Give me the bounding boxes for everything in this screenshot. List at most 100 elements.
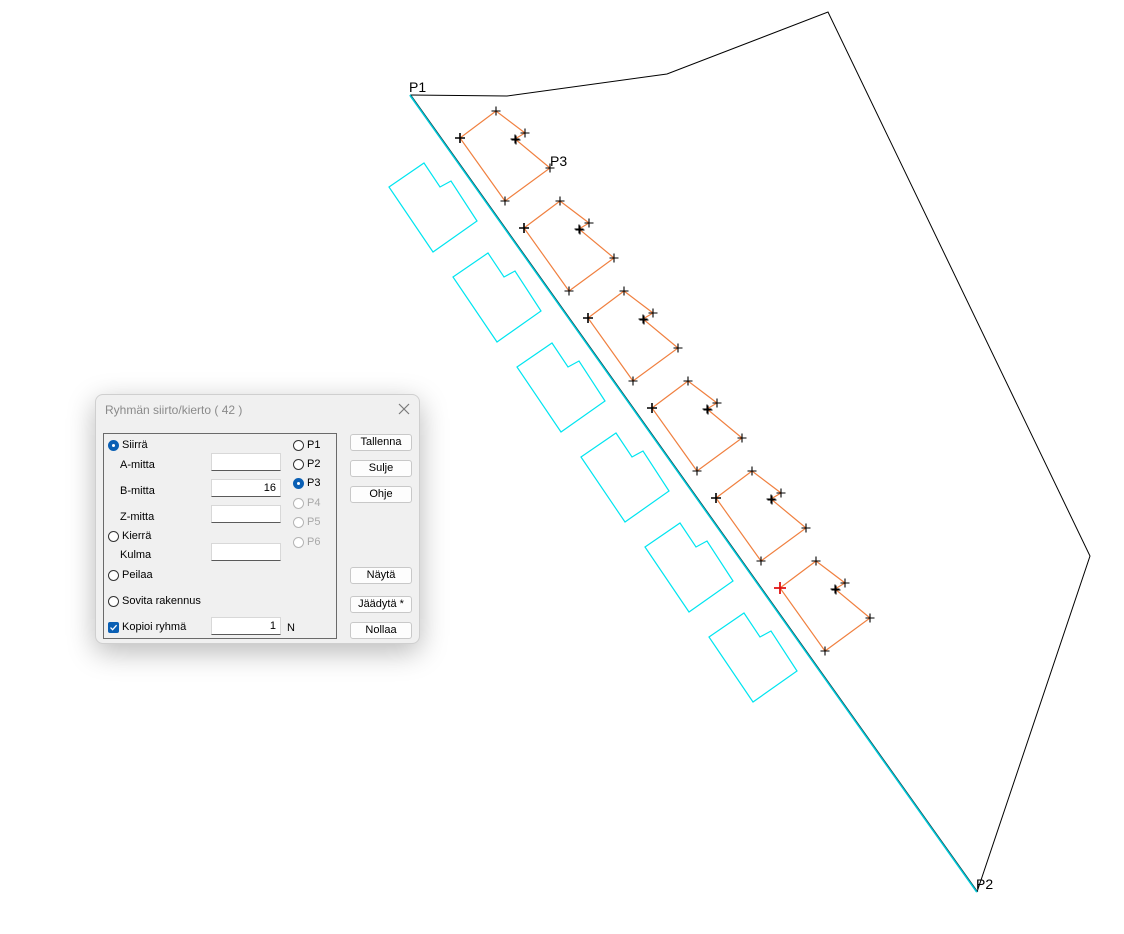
vertex-marker bbox=[609, 253, 619, 263]
vertex-marker bbox=[766, 494, 776, 504]
peilaa-radio[interactable] bbox=[108, 569, 119, 581]
siirra-radio[interactable] bbox=[108, 439, 119, 451]
sovita-option[interactable]: Sovita rakennus bbox=[108, 593, 201, 609]
ohje-button[interactable]: Ohje bbox=[350, 486, 412, 503]
point-option-p2[interactable]: P2 bbox=[293, 457, 320, 471]
p4-radio bbox=[293, 497, 304, 509]
kierra-option[interactable]: Kierrä bbox=[108, 528, 151, 544]
vertex-marker bbox=[575, 225, 585, 235]
vertex-marker bbox=[840, 578, 850, 588]
vertex-marker bbox=[519, 223, 529, 233]
vertex-marker bbox=[639, 315, 649, 325]
building-outline bbox=[715, 470, 807, 562]
vertex-marker bbox=[583, 313, 593, 323]
road-edge-line bbox=[409, 94, 978, 893]
building-copy-outline bbox=[644, 522, 734, 613]
p2-label: P2 bbox=[307, 458, 321, 470]
vertex-marker bbox=[555, 196, 565, 206]
vertex-marker bbox=[711, 493, 721, 503]
vertex-markers bbox=[455, 106, 875, 656]
point-option-p4: P4 bbox=[293, 496, 320, 510]
vertex-marker bbox=[683, 376, 693, 386]
tallenna-button[interactable]: Tallenna bbox=[350, 434, 412, 451]
p1-radio[interactable] bbox=[293, 439, 304, 451]
kulma-label: Kulma bbox=[120, 549, 152, 561]
vertex-marker bbox=[767, 495, 777, 505]
kierra-label: Kierrä bbox=[122, 530, 152, 542]
sovita-radio[interactable] bbox=[108, 595, 119, 607]
building-copy-outline bbox=[388, 162, 478, 253]
point-option-p6: P6 bbox=[293, 535, 320, 549]
peilaa-option[interactable]: Peilaa bbox=[108, 567, 153, 583]
vertex-marker bbox=[491, 106, 501, 116]
vertex-marker bbox=[673, 343, 683, 353]
point-option-p5: P5 bbox=[293, 515, 320, 529]
vertex-marker bbox=[648, 308, 658, 318]
sulje-button[interactable]: Sulje bbox=[350, 460, 412, 477]
vertex-marker bbox=[638, 314, 648, 324]
selected-buildings[interactable] bbox=[459, 110, 871, 652]
building-copy-outline bbox=[452, 252, 542, 343]
p1-label: P1 bbox=[307, 439, 321, 451]
siirra-option[interactable]: Siirrä bbox=[108, 437, 148, 453]
building-outline bbox=[651, 380, 743, 472]
kopioi-checkbox[interactable] bbox=[108, 621, 119, 633]
vertex-marker bbox=[545, 163, 555, 173]
z-mitta-label: Z-mitta bbox=[120, 511, 155, 523]
p3-label: P3 bbox=[307, 477, 321, 489]
kopioi-option[interactable]: Kopioi ryhmä bbox=[108, 619, 186, 635]
b-mitta-input[interactable]: 16 bbox=[211, 479, 281, 497]
n-label: N bbox=[287, 622, 295, 634]
p4-label: P4 bbox=[307, 497, 321, 509]
z-mitta-input[interactable] bbox=[211, 505, 281, 523]
road-edge-line-inner bbox=[410, 94, 979, 893]
vertex-marker bbox=[712, 398, 722, 408]
siirra-label: Siirrä bbox=[122, 439, 148, 451]
vertex-marker bbox=[811, 556, 821, 566]
kierra-radio[interactable] bbox=[108, 530, 119, 542]
jaadyta-button[interactable]: Jäädytä * bbox=[350, 596, 412, 613]
nayta-button[interactable]: Näytä bbox=[350, 567, 412, 584]
point-option-p1[interactable]: P1 bbox=[293, 438, 320, 452]
vertex-marker bbox=[510, 134, 520, 144]
p5-label: P5 bbox=[307, 516, 321, 528]
vertex-marker bbox=[628, 376, 638, 386]
vertex-marker bbox=[774, 582, 786, 594]
point-label-p3: P3 bbox=[550, 153, 567, 169]
vertex-marker bbox=[500, 196, 510, 206]
vertex-marker bbox=[692, 466, 702, 476]
vertex-marker bbox=[801, 523, 811, 533]
vertex-marker bbox=[511, 135, 521, 145]
building-outline bbox=[779, 560, 871, 652]
kopioi-count-input[interactable]: 1 bbox=[211, 617, 281, 635]
close-icon[interactable] bbox=[396, 401, 412, 417]
p6-radio bbox=[293, 536, 304, 548]
copied-buildings bbox=[388, 162, 798, 703]
group-move-rotate-dialog: Ryhmän siirto/kierto ( 42 ) Siirrä A-mit… bbox=[95, 394, 420, 644]
vertex-marker bbox=[564, 286, 574, 296]
building-copy-outline bbox=[580, 432, 670, 523]
point-label-p1: P1 bbox=[409, 79, 426, 95]
building-outline bbox=[587, 290, 679, 382]
vertex-marker bbox=[702, 404, 712, 414]
p6-label: P6 bbox=[307, 536, 321, 548]
vertex-marker bbox=[455, 133, 465, 143]
p2-radio[interactable] bbox=[293, 458, 304, 470]
plot-boundary bbox=[409, 11, 1091, 893]
vertex-marker bbox=[831, 585, 841, 595]
a-mitta-input[interactable] bbox=[211, 453, 281, 471]
b-mitta-label: B-mitta bbox=[120, 485, 155, 497]
sovita-label: Sovita rakennus bbox=[122, 595, 201, 607]
building-copy-outline bbox=[708, 612, 798, 703]
a-mitta-label: A-mitta bbox=[120, 459, 155, 471]
nollaa-button[interactable]: Nollaa bbox=[350, 622, 412, 639]
dialog-title: Ryhmän siirto/kierto ( 42 ) bbox=[105, 403, 243, 417]
kulma-input[interactable] bbox=[211, 543, 281, 561]
vertex-marker bbox=[820, 646, 830, 656]
p3-radio[interactable] bbox=[293, 477, 304, 489]
vertex-marker bbox=[703, 405, 713, 415]
building-copy-outline bbox=[516, 342, 606, 433]
point-option-p3[interactable]: P3 bbox=[293, 476, 320, 490]
vertex-marker bbox=[830, 584, 840, 594]
